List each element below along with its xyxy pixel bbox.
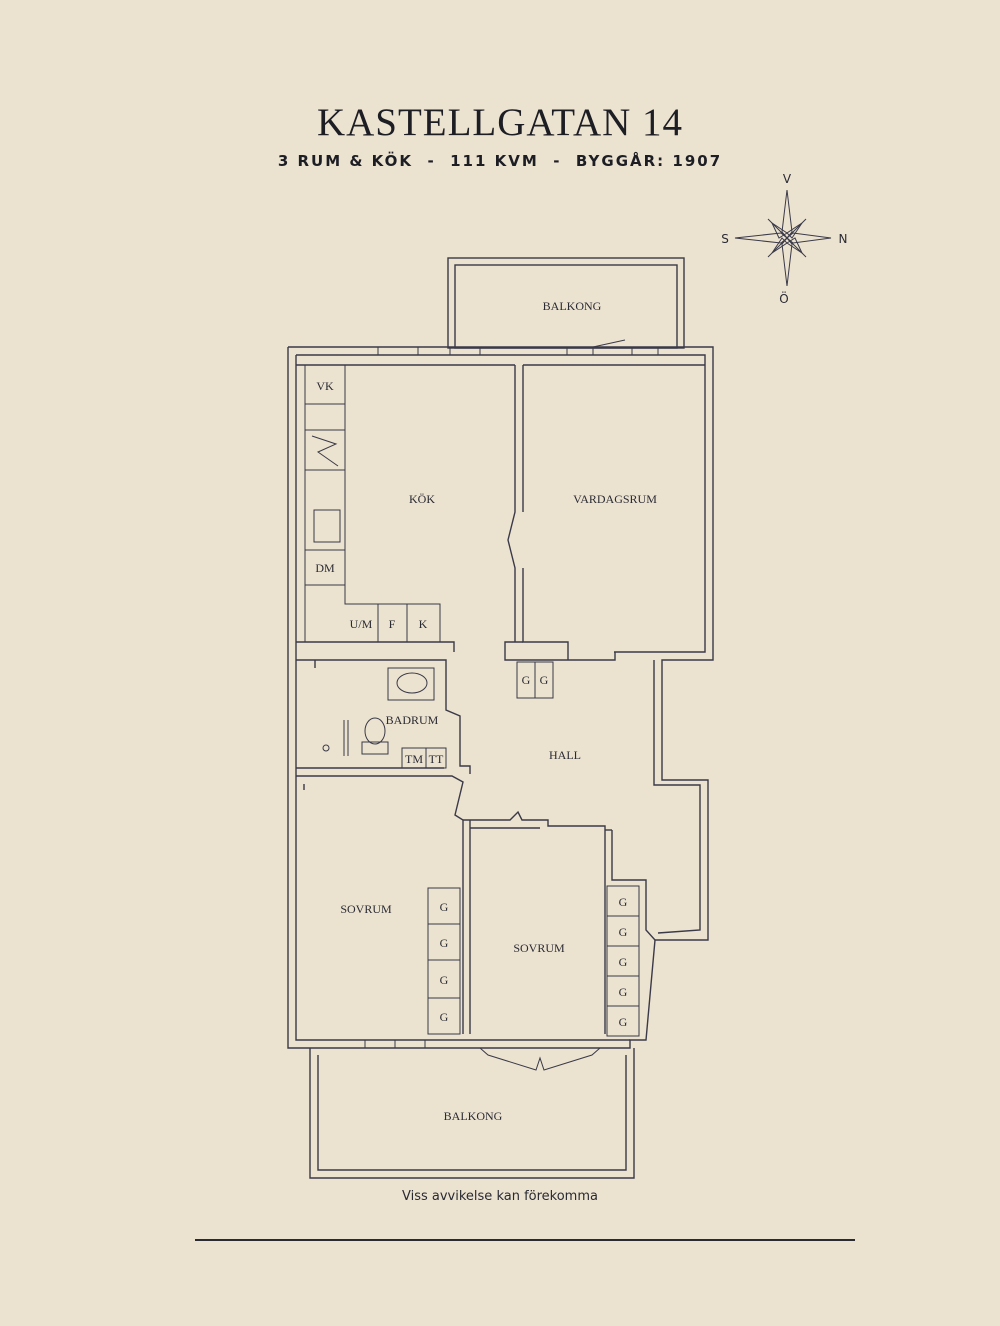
windows-top — [377, 339, 659, 356]
fixture-label-tm: TM — [405, 752, 423, 766]
room-label-hall: HALL — [549, 748, 581, 762]
disclaimer-text: Viss avvikelse kan förekomma — [402, 1189, 598, 1204]
balcony-top-walls — [447, 257, 685, 349]
compass-north-label: N — [839, 232, 848, 246]
bathroom-fixtures — [322, 667, 447, 769]
windows-bottom — [364, 1039, 601, 1071]
compass-west-label: V — [783, 172, 792, 186]
fixture-label-vk: VK — [316, 379, 334, 393]
balcony-bottom-walls — [309, 1048, 635, 1179]
room-label-kitchen: KÖK — [409, 492, 435, 506]
room-label-bedroom-left: SOVRUM — [340, 902, 392, 916]
fixture-label-f: F — [389, 617, 396, 631]
outer-walls — [287, 346, 714, 1049]
wardrobe-label: G — [619, 925, 628, 939]
fixture-label-dm: DM — [315, 561, 335, 575]
footer-rule — [195, 1239, 855, 1241]
interior-walls — [296, 364, 705, 1034]
compass-east-label: Ö — [779, 290, 788, 306]
wardrobe-label: G — [522, 673, 531, 687]
room-label-balcony-bottom: BALKONG — [444, 1109, 503, 1123]
wardrobe-label: G — [619, 985, 628, 999]
room-label-bedroom-right: SOVRUM — [513, 941, 565, 955]
bedroom-right-wardrobes — [606, 885, 640, 1037]
page-subtitle: 3 RUM & KÖK - 111 KVM - BYGGÅR: 1907 — [277, 152, 723, 170]
wardrobe-label: G — [440, 973, 449, 987]
bedroom-left-wardrobes — [427, 887, 461, 1035]
page-title: KASTELLGATAN 14 — [316, 101, 684, 144]
wardrobe-label: G — [619, 1015, 628, 1029]
kitchen-counters — [304, 365, 441, 642]
wardrobe-label: G — [440, 900, 449, 914]
room-label-bathroom: BADRUM — [386, 713, 439, 727]
wardrobe-label: G — [540, 673, 549, 687]
hall-wardrobes — [516, 661, 554, 699]
fixture-label-tt: TT — [429, 752, 444, 766]
wardrobe-label: G — [440, 936, 449, 950]
fixture-label-um: U/M — [350, 617, 373, 631]
compass-south-label: S — [721, 232, 729, 246]
room-label-balcony-top: BALKONG — [543, 299, 602, 313]
fixture-label-k: K — [419, 617, 428, 631]
wardrobe-label: G — [440, 1010, 449, 1024]
compass-rose-icon — [734, 189, 832, 287]
wardrobe-label: G — [619, 895, 628, 909]
room-label-living-room: VARDAGSRUM — [573, 492, 657, 506]
wardrobe-label: G — [619, 955, 628, 969]
